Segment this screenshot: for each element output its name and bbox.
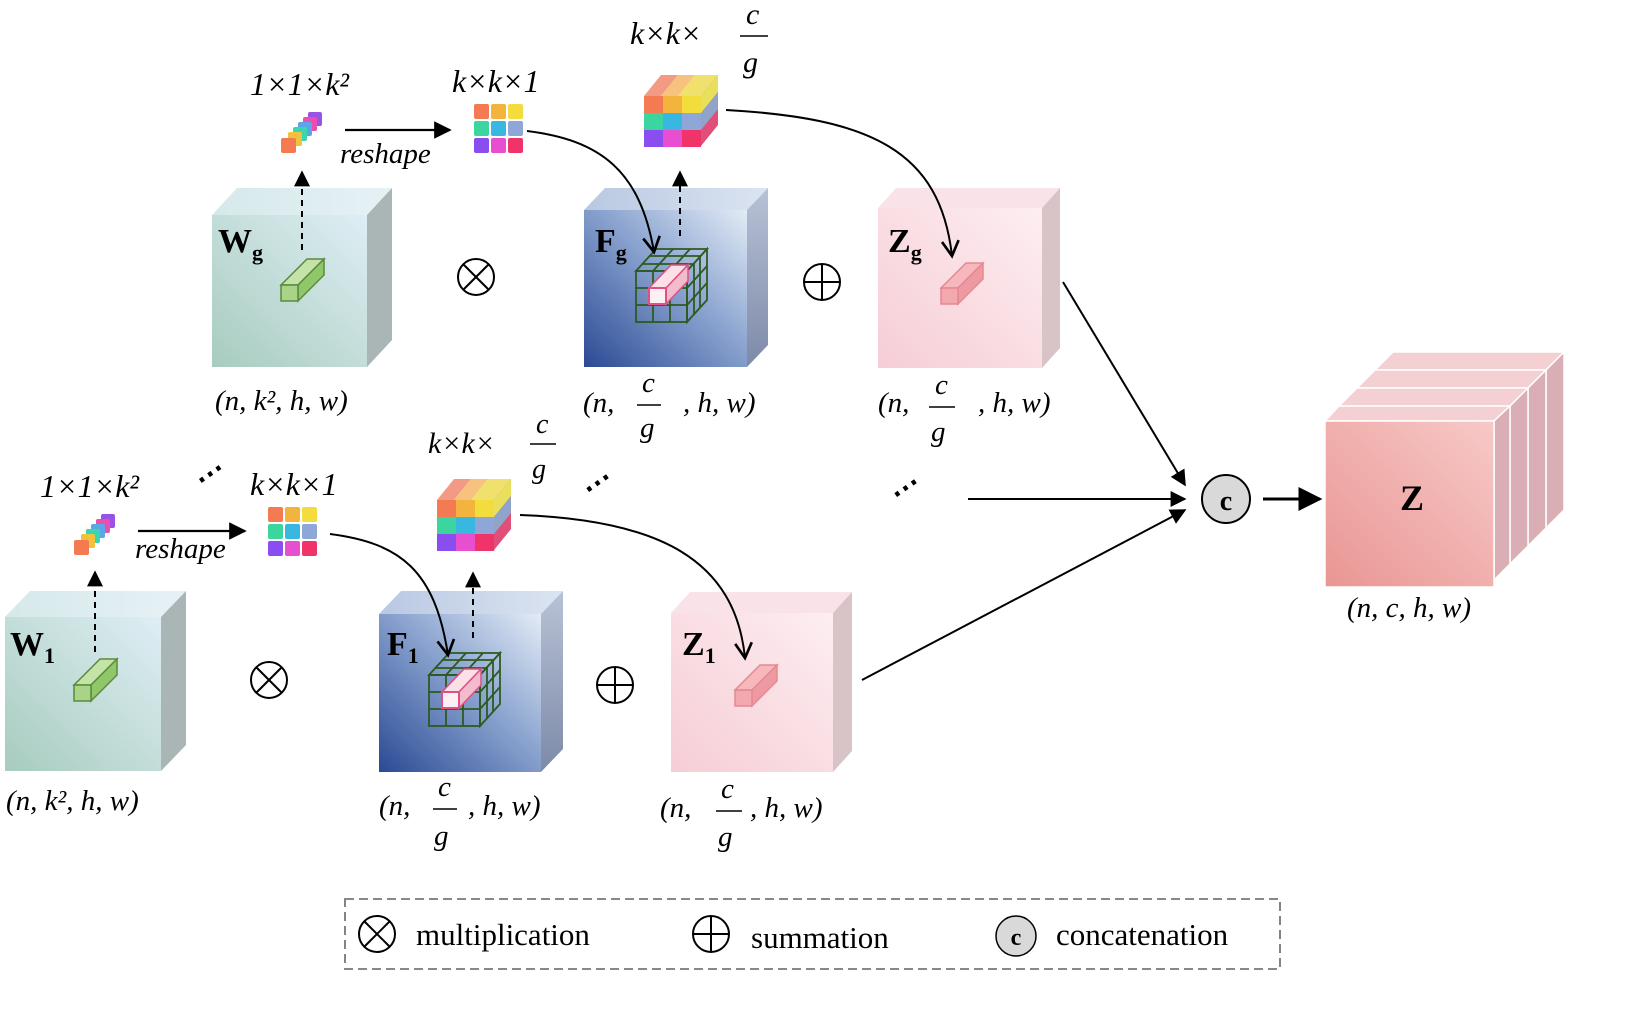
kernel-block-bottom <box>437 479 511 551</box>
block-label-bottom-num: c <box>536 409 549 440</box>
block-label-bottom: k×k× <box>428 427 495 460</box>
weight-cube-bottom <box>5 591 186 771</box>
concat-symbol-text: c <box>1220 486 1232 517</box>
output-dims-bottom-pre: (n, <box>660 792 691 824</box>
dots-1: ⋯ <box>188 452 232 496</box>
output-label: Z <box>1400 478 1424 518</box>
weight-cube-top <box>212 188 392 367</box>
block-label-top-num: c <box>746 0 759 31</box>
output-label-top: Zg <box>888 223 922 265</box>
feature-dims-top-num: c <box>642 367 655 399</box>
output-dims-top-num: c <box>935 369 948 401</box>
feature-dims-top-den: g <box>640 412 655 444</box>
feature-label-bottom: F1 <box>387 626 419 668</box>
sum-symbol-bottom <box>596 666 634 704</box>
feature-dims-top-post: , h, w) <box>683 387 756 419</box>
feature-dims-bottom-post: , h, w) <box>468 790 541 822</box>
output-dims-bottom-den: g <box>718 821 733 853</box>
legend-multiply-icon <box>358 915 396 953</box>
weight-label-top: Wg <box>218 223 263 265</box>
weight-dims-top: (n, k², h, w) <box>215 385 348 417</box>
legend-multiplication: multiplication <box>416 917 590 952</box>
feature-dims-bottom-num: c <box>438 771 451 803</box>
kernel-grid-bottom <box>268 507 317 556</box>
legend-concat-icon <box>995 915 1037 957</box>
reshape-label-top: reshape <box>340 138 431 170</box>
output-label-bottom: Z1 <box>682 626 716 668</box>
multiply-symbol-bottom <box>250 661 288 699</box>
feature-dims-bottom-pre: (n, <box>379 790 410 822</box>
pink-bar-feature-top <box>647 263 690 306</box>
feature-cube-bottom <box>379 591 563 772</box>
vector-stack-bottom <box>74 514 115 555</box>
dots-3: ⋯ <box>884 466 928 510</box>
vector-stack-top <box>281 112 322 153</box>
kernel-block-top <box>644 75 718 147</box>
pink-bar-feature-bottom <box>440 667 483 710</box>
feature-label-top: Fg <box>595 223 627 265</box>
grid-label-bottom: k×k×1 <box>250 466 338 502</box>
output-dims-top-post: , h, w) <box>978 387 1051 419</box>
output-dims: (n, c, h, w) <box>1347 592 1471 624</box>
block-label-bottom-den: g <box>532 454 546 485</box>
legend-concatenation: concatenation <box>1056 917 1229 952</box>
pink-bar-output-top <box>939 261 985 306</box>
block-label-top-den: g <box>743 46 758 79</box>
reshape-label-bottom: reshape <box>135 533 226 565</box>
output-dims-bottom-post: , h, w) <box>750 792 823 824</box>
legend-summation: summation <box>751 920 889 955</box>
output-dims-top-pre: (n, <box>878 387 909 419</box>
sum-symbol-top <box>803 263 841 301</box>
block-label-top: k×k× <box>630 15 702 51</box>
kernel-grid-top <box>474 104 523 153</box>
feature-dims-top-pre: (n, <box>583 387 614 419</box>
weight-label-bottom: W1 <box>10 626 55 668</box>
feature-dims-bottom-den: g <box>434 820 449 852</box>
legend-sum-icon <box>692 915 730 953</box>
vector-label-bottom: 1×1×k² <box>40 468 140 504</box>
multiply-symbol-top <box>457 258 495 296</box>
vector-label-top: 1×1×k² <box>250 66 350 102</box>
legend: multiplication summation c concatenation <box>344 898 1281 970</box>
concat-symbol <box>1201 474 1251 524</box>
output-dims-top-den: g <box>931 416 946 448</box>
output-stack <box>1323 350 1566 588</box>
output-dims-bottom-num: c <box>721 773 734 805</box>
green-bar-bottom <box>72 657 119 703</box>
grid-label-top: k×k×1 <box>452 63 540 99</box>
weight-dims-bottom: (n, k², h, w) <box>6 785 139 817</box>
pink-bar-output-bottom <box>733 663 779 708</box>
dots-2: ⋯ <box>576 461 620 505</box>
legend-concat-symbol-text: c <box>1011 925 1022 951</box>
green-bar-top <box>279 257 326 303</box>
